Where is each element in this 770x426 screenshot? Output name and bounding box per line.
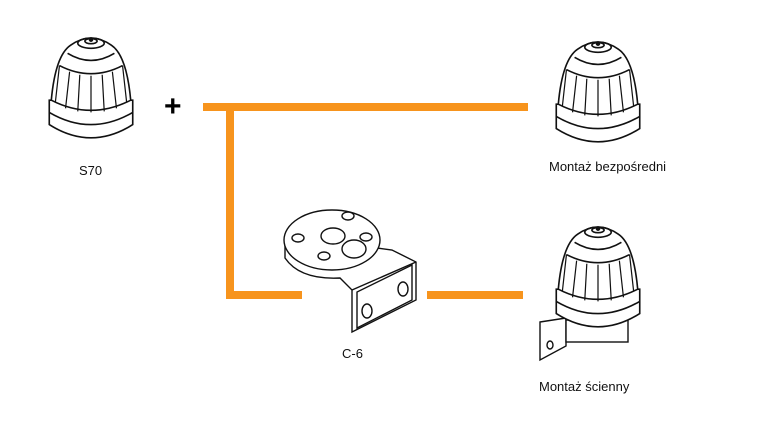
direct-mount-beacon-image bbox=[555, 41, 641, 143]
connector-lines bbox=[203, 103, 528, 299]
c6-label: C-6 bbox=[342, 346, 363, 361]
wall-mount-beacon-image bbox=[539, 226, 641, 362]
plus-sign: + bbox=[164, 90, 182, 123]
s70-label: S70 bbox=[79, 163, 103, 178]
s70-beacon-image bbox=[48, 37, 134, 139]
line-to-bracket bbox=[226, 107, 302, 299]
wall-mount-label: Montaż ścienny bbox=[539, 379, 630, 394]
c6-bracket-image bbox=[283, 209, 417, 334]
direct-mount-label: Montaż bezpośredni bbox=[549, 159, 667, 174]
